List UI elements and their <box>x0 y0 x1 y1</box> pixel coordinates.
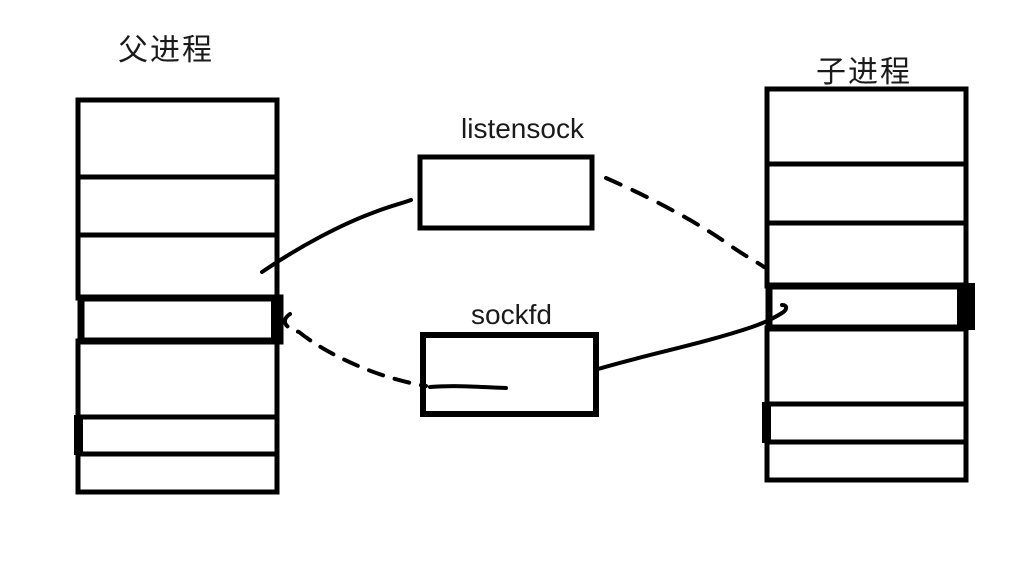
listensock-label: listensock <box>461 113 584 144</box>
parent-process-table <box>74 97 284 495</box>
sockfd-label: sockfd <box>471 299 552 330</box>
child-fd-row-6 <box>764 401 969 445</box>
child-fd-row-1 <box>764 86 969 167</box>
parent-fd-row-3 <box>75 232 280 301</box>
child-row-4-thick-right-edge <box>957 283 975 330</box>
connector-sockfd-to-child <box>596 303 789 371</box>
child-fd-row-2 <box>764 161 969 226</box>
parent-fd-row-7 <box>75 451 280 495</box>
child-fd-row-4-highlighted <box>765 282 969 332</box>
child-fd-row-7 <box>764 439 969 483</box>
parent-fd-row-1 <box>75 97 280 180</box>
child-row-6-thick-left-edge <box>762 402 771 443</box>
sockfd-box <box>420 332 599 417</box>
parent-process-label: 父进程 <box>118 34 214 67</box>
parent-fd-row-6 <box>75 414 280 457</box>
parent-row-6-thick-left-edge <box>74 415 83 455</box>
child-process-table <box>762 86 975 483</box>
connector-listensock-to-child <box>604 176 766 269</box>
parent-fd-row-5 <box>75 338 280 420</box>
connector-parent-to-sockfd <box>282 312 428 388</box>
connector-sockfd-inner-stroke <box>428 384 508 390</box>
listensock-box <box>417 154 595 231</box>
parent-fd-row-4-highlighted <box>77 294 284 345</box>
child-fd-row-3 <box>764 220 969 289</box>
child-fd-row-5 <box>764 325 969 407</box>
child-process-label: 子进程 <box>816 56 912 89</box>
parent-row-4-thick-right-edge <box>271 296 282 343</box>
connector-parent-to-listensock <box>260 198 413 274</box>
parent-fd-row-2 <box>75 174 280 238</box>
